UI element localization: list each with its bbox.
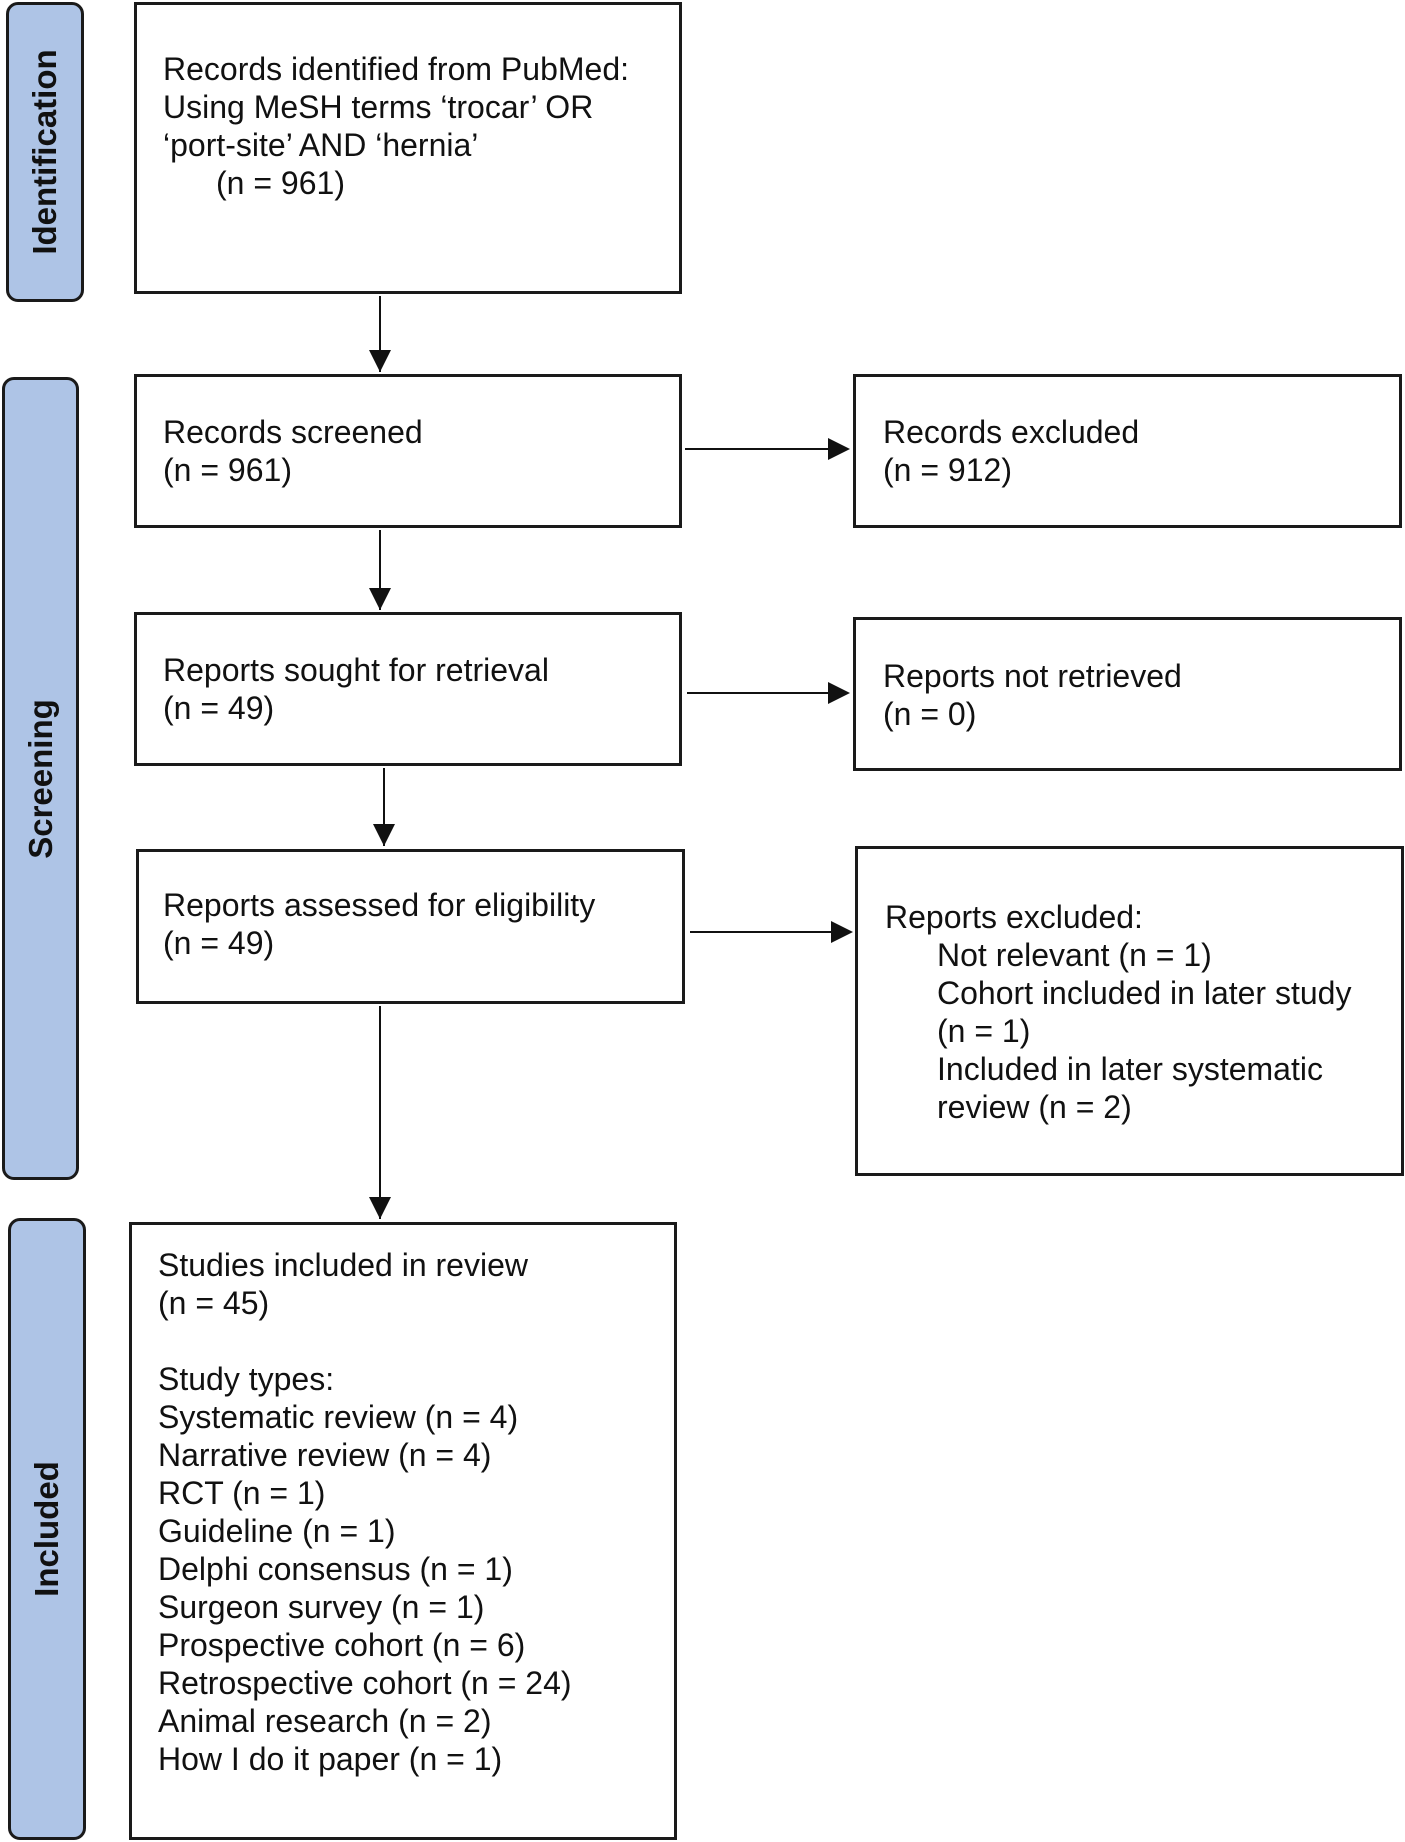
records-screened-text: Records screened (n = 961): [163, 413, 423, 489]
box-records-excluded: [853, 374, 1402, 528]
records-screened-count: (n = 961): [163, 452, 292, 488]
box-records-identified: [134, 2, 682, 294]
records-identified-line-1: Records identified from PubMed:: [163, 51, 629, 87]
box-reports-excluded: [855, 846, 1404, 1176]
reports-excluded-item-3: (n = 1): [937, 1013, 1031, 1049]
records-identified-line-3: ‘port-site’ AND ‘hernia’: [163, 127, 479, 163]
records-identified-line-2: Using MeSH terms ‘trocar’ OR: [163, 89, 594, 125]
reports-excluded-text: Reports excluded: Not relevant (n = 1) C…: [885, 898, 1351, 1126]
box-reports-assessed: [136, 849, 685, 1004]
phase-bar-screening: Screening: [2, 377, 79, 1180]
studies-included-count: (n = 45): [158, 1285, 270, 1321]
box-records-screened: [134, 374, 682, 528]
reports-assessed-count: (n = 49): [163, 925, 275, 961]
study-type-item: Surgeon survey (n = 1): [158, 1589, 485, 1625]
study-type-item: RCT (n = 1): [158, 1475, 326, 1511]
box-reports-not-retrieved: [853, 617, 1402, 771]
records-screened-title: Records screened: [163, 414, 423, 450]
arrowhead-down-4: [369, 1197, 391, 1219]
reports-assessed-text: Reports assessed for eligibility (n = 49…: [163, 886, 595, 962]
records-excluded-count: (n = 912): [883, 452, 1012, 488]
reports-excluded-item-2: Cohort included in later study: [937, 975, 1352, 1011]
reports-excluded-item-5: review (n = 2): [937, 1089, 1132, 1125]
reports-excluded-item-1: Not relevant (n = 1): [937, 937, 1212, 973]
reports-excluded-title: Reports excluded:: [885, 899, 1143, 935]
study-type-item: Delphi consensus (n = 1): [158, 1551, 513, 1587]
reports-not-retrieved-title: Reports not retrieved: [883, 658, 1182, 694]
records-identified-count: (n = 961): [216, 165, 345, 201]
study-type-item: Narrative review (n = 4): [158, 1437, 492, 1473]
reports-excluded-item-4: Included in later systematic: [937, 1051, 1323, 1087]
study-type-item: Retrospective cohort (n = 24): [158, 1665, 572, 1701]
records-excluded-text: Records excluded (n = 912): [883, 413, 1139, 489]
arrowhead-down-3: [373, 824, 395, 846]
studies-included-text: Studies included in review (n = 45) Stud…: [158, 1246, 572, 1778]
study-type-item: Guideline (n = 1): [158, 1513, 396, 1549]
reports-not-retrieved-count: (n = 0): [883, 696, 977, 732]
reports-sought-text: Reports sought for retrieval (n = 49): [163, 651, 549, 727]
study-type-item: How I do it paper (n = 1): [158, 1741, 503, 1777]
arrowhead-down-1: [369, 350, 391, 372]
arrowhead-right-1: [828, 438, 850, 460]
reports-assessed-title: Reports assessed for eligibility: [163, 887, 596, 923]
phase-bar-identification: Identification: [6, 2, 84, 302]
studies-included-title: Studies included in review: [158, 1247, 528, 1283]
study-types-heading: Study types:: [158, 1361, 335, 1397]
reports-not-retrieved-text: Reports not retrieved (n = 0): [883, 657, 1182, 733]
box-studies-included: [129, 1222, 677, 1840]
records-excluded-title: Records excluded: [883, 414, 1140, 450]
records-identified-text: Records identified from PubMed: Using Me…: [163, 50, 629, 202]
study-type-item: Animal research (n = 2): [158, 1703, 492, 1739]
arrowhead-right-3: [831, 921, 853, 943]
study-type-item: Systematic review (n = 4): [158, 1399, 519, 1435]
arrowhead-down-2: [369, 588, 391, 610]
box-reports-sought: [134, 612, 682, 766]
reports-sought-title: Reports sought for retrieval: [163, 652, 549, 688]
study-type-item: Prospective cohort (n = 6): [158, 1627, 526, 1663]
reports-sought-count: (n = 49): [163, 690, 275, 726]
phase-bar-included: Included: [8, 1218, 86, 1840]
arrowhead-right-2: [828, 682, 850, 704]
